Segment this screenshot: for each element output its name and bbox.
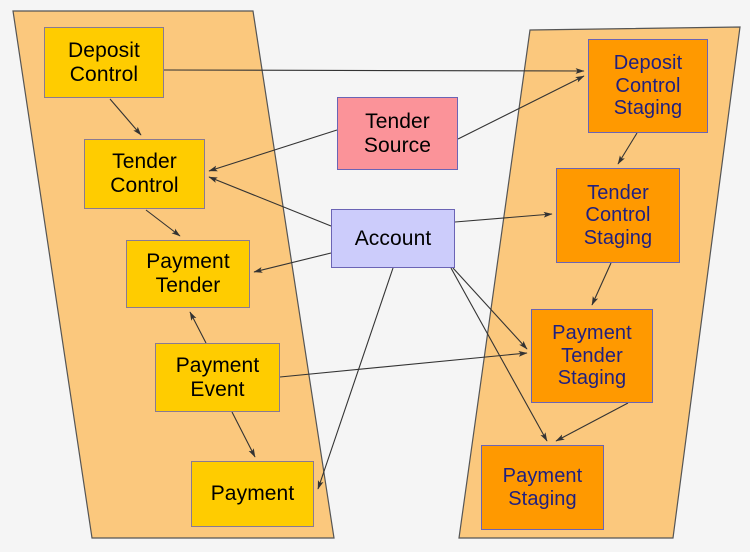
node-label-line: Deposit [613,52,683,75]
node-label-line: Tender [155,274,221,297]
edge-account-to-payment-tender-staging [452,267,528,350]
edge-deposit-control-to-deposit-control-staging [163,68,585,74]
edge-payment-event-to-payment-tender-staging [279,350,528,378]
node-label-line: Payment [502,465,583,488]
edge-deposit-control-to-tender-control [109,98,142,136]
node-label-line: Control [615,74,681,97]
edge-tender-source-to-deposit-control-staging [457,75,585,140]
edge-payment-event-to-payment [231,411,256,458]
node-label-line: Payment [146,250,230,274]
node-payment[interactable]: Payment [191,461,314,527]
node-label-line: Deposit [68,38,140,62]
node-label-line: Staging [508,487,577,510]
edge-account-to-payment [317,267,394,490]
edge-account-to-tender-control [208,176,332,227]
node-label-line: Tender [112,150,177,174]
node-label-line: Staging [583,226,653,249]
edges [109,68,638,490]
node-label-line: Source [363,133,432,157]
node-label-line: Staging [557,367,627,390]
node-label-line: Staging [613,97,683,120]
edge-account-to-payment-staging [450,267,548,442]
node-label-line: Payment [552,322,632,345]
edge-tender-control-staging-to-payment-tender-staging [591,262,612,306]
node-label-line: Tender [587,181,649,204]
node-label-line: Tender [365,109,430,133]
edge-account-to-tender-control-staging [454,211,553,223]
node-label-line: Tender [561,344,623,367]
edge-account-to-payment-tender [253,252,332,273]
edge-payment-tender-staging-to-payment-staging [555,402,629,442]
node-label-line: Control [69,62,139,86]
edge-deposit-control-staging-to-tender-control-staging [617,132,638,165]
node-label-line: Payment [175,353,260,377]
edge-tender-source-to-tender-control [208,129,338,172]
node-label-line: Account [354,226,432,250]
edge-tender-control-to-payment-tender [145,209,181,237]
staging-system-container [458,26,741,539]
node-account[interactable]: Account [331,209,455,268]
node-label-line: Control [585,204,651,227]
node-label-line: Payment [210,482,295,506]
edge-payment-event-to-payment-tender [189,311,207,344]
node-label-line: Control [110,174,179,197]
node-label-line: Event [190,377,245,401]
